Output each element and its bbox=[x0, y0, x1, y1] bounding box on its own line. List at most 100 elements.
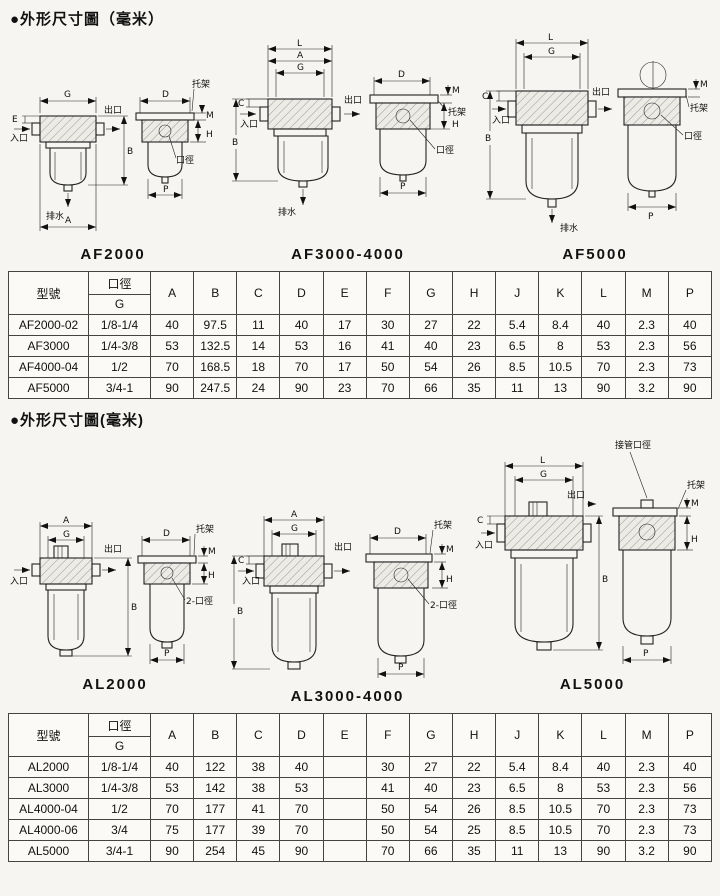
cell-port: 3/4-1 bbox=[88, 840, 151, 862]
cell-value: 40 bbox=[667, 756, 713, 778]
dim-label-m: M bbox=[208, 547, 216, 557]
outlet-label: 出口 bbox=[104, 543, 122, 555]
cell-value: 53 bbox=[149, 335, 195, 357]
cell-value: 23 bbox=[322, 377, 367, 399]
cell-value: 35 bbox=[451, 840, 497, 862]
af2000-side-view: D 托架 M H 口徑 bbox=[135, 78, 214, 199]
col-header-A: A bbox=[149, 271, 195, 315]
cell-value: 90 bbox=[149, 840, 195, 862]
dim-label-d: D bbox=[163, 529, 170, 539]
cell-value: 45 bbox=[236, 840, 281, 862]
cell-value: 75 bbox=[149, 819, 195, 841]
dim-label-p: P bbox=[400, 182, 406, 192]
cell-value: 30 bbox=[365, 314, 410, 336]
dim-label-c: C bbox=[477, 516, 483, 526]
inlet-label: 入口 bbox=[10, 133, 28, 144]
cell-value: 8.4 bbox=[538, 756, 583, 778]
dim-label-m: M bbox=[700, 80, 708, 90]
cell-value bbox=[322, 819, 367, 841]
dim-label-h: H bbox=[452, 120, 459, 130]
dim-label-m: M bbox=[691, 499, 699, 509]
cell-value: 3.2 bbox=[624, 377, 669, 399]
cell-value: 50 bbox=[365, 356, 410, 378]
cell-value: 39 bbox=[236, 819, 281, 841]
cell-value: 40 bbox=[408, 777, 453, 799]
cell-value: 17 bbox=[322, 356, 367, 378]
dim-label-p: P bbox=[163, 185, 169, 195]
cell-value: 50 bbox=[365, 819, 410, 841]
figure-al2000: A G 入口 出口 B bbox=[10, 432, 220, 693]
col-header-L: L bbox=[581, 271, 626, 315]
cell-value: 142 bbox=[193, 777, 238, 799]
cell-value: 97.5 bbox=[193, 314, 238, 336]
bracket-label: 托架 bbox=[196, 523, 214, 535]
cell-value: 53 bbox=[279, 777, 324, 799]
col-header-F: F bbox=[365, 271, 410, 315]
col-header-H: H bbox=[451, 271, 497, 315]
dim-label-h: H bbox=[206, 130, 213, 140]
col-header-B: B bbox=[193, 713, 238, 757]
cell-value: 40 bbox=[279, 314, 324, 336]
bracket-label: 托架 bbox=[687, 479, 705, 491]
cell-value: 54 bbox=[408, 819, 453, 841]
cell-value: 73 bbox=[667, 819, 713, 841]
inlet-label: 入口 bbox=[492, 115, 510, 126]
cell-value: 90 bbox=[581, 377, 626, 399]
dim-label-g: G bbox=[291, 524, 298, 534]
dim-label-l: L bbox=[548, 33, 553, 43]
cell-value: 70 bbox=[365, 840, 410, 862]
cell-value: 168.5 bbox=[193, 356, 238, 378]
cell-value: 11 bbox=[495, 840, 540, 862]
cell-model: AL4000-04 bbox=[8, 798, 89, 820]
cell-port: 3/4-1 bbox=[88, 377, 151, 399]
al2000-front-view: A G 入口 出口 B bbox=[10, 516, 137, 657]
cell-value: 70 bbox=[149, 356, 195, 378]
al3000-side-view: D 托架 M H 2-口徑 bbox=[365, 519, 457, 678]
outlet-label: 出口 bbox=[592, 86, 610, 98]
port-header-label: 口徑 bbox=[89, 714, 150, 737]
cell-value: 8.5 bbox=[495, 798, 540, 820]
dim-label-b: B bbox=[131, 603, 137, 613]
cell-value: 8.5 bbox=[495, 819, 540, 841]
cell-value: 27 bbox=[408, 756, 453, 778]
cell-value: 40 bbox=[279, 756, 324, 778]
dim-label-a: A bbox=[65, 216, 72, 226]
cell-value: 40 bbox=[149, 314, 195, 336]
dim-label-d: D bbox=[398, 70, 405, 80]
dim-label-e: E bbox=[12, 115, 18, 125]
section-title-af-text: ●外形尺寸圖（毫米） bbox=[10, 11, 165, 28]
drain-label: 排水 bbox=[560, 222, 578, 234]
cell-port: 1/2 bbox=[88, 356, 151, 378]
port-header-sub: G bbox=[114, 739, 125, 753]
cell-value: 10.5 bbox=[538, 356, 583, 378]
section-title-al-text: ●外形尺寸圖(毫米) bbox=[10, 412, 145, 429]
cell-value: 90 bbox=[149, 377, 195, 399]
section-title-al: ●外形尺寸圖(毫米) bbox=[10, 409, 712, 430]
cell-value: 5.4 bbox=[495, 314, 540, 336]
dim-label-m: M bbox=[206, 111, 214, 121]
cell-port: 1/8-1/4 bbox=[88, 756, 151, 778]
cell-value bbox=[322, 798, 367, 820]
cell-value: 54 bbox=[408, 356, 453, 378]
cell-value: 247.5 bbox=[193, 377, 238, 399]
cell-value: 22 bbox=[451, 756, 497, 778]
cell-value: 73 bbox=[667, 356, 713, 378]
cell-value: 13 bbox=[538, 840, 583, 862]
al5000-drawing: L G 接管口徑 C 入口 出口 bbox=[475, 439, 705, 664]
drain-label: 排水 bbox=[46, 210, 64, 222]
port-label: 口徑 bbox=[684, 130, 702, 142]
dim-label-a: A bbox=[63, 516, 70, 526]
figure-af5000: L G C 入口 出口 B bbox=[480, 31, 710, 263]
dim-label-c: C bbox=[238, 99, 244, 109]
cell-value: 11 bbox=[236, 314, 281, 336]
cell-value: 13 bbox=[538, 377, 583, 399]
dim-label-b: B bbox=[602, 575, 608, 585]
af5000-front-view: L G C 入口 出口 B bbox=[482, 33, 612, 234]
al5000-front-view: L G 接管口徑 C 入口 出口 bbox=[475, 439, 651, 651]
cell-value: 56 bbox=[667, 777, 713, 799]
cell-value: 14 bbox=[236, 335, 281, 357]
